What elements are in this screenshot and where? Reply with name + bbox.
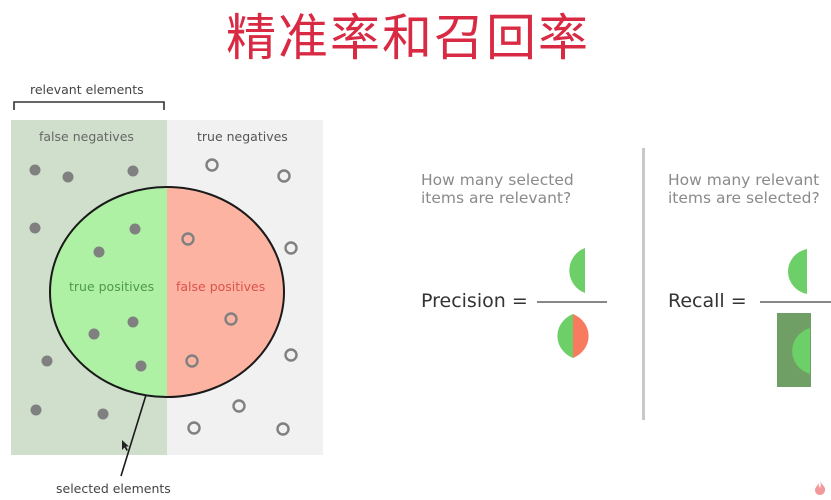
- recall-fraction: [760, 249, 831, 387]
- relevant-dots: [29, 164, 147, 420]
- precision-fraction: [537, 248, 607, 358]
- relevant-bracket: [13, 101, 165, 110]
- false-positives-region: [167, 187, 284, 397]
- section-divider: [642, 148, 645, 420]
- selected-elements-label: selected elements: [56, 481, 171, 496]
- precision-question: How many selected items are relevant?: [421, 171, 574, 207]
- false-positives-label: false positives: [176, 279, 266, 294]
- relevant-tp-half-icon: [792, 328, 810, 374]
- flame-logo-icon: [815, 481, 826, 495]
- false-negatives-label: false negatives: [39, 129, 134, 144]
- true-positives-half-icon: [787, 249, 807, 294]
- diagram-graphic: [11, 101, 323, 477]
- selected-tp-half-icon: [557, 314, 573, 358]
- page-title: 精准率和召回率: [226, 9, 590, 67]
- selected-elements-boundary: [49, 186, 285, 398]
- relevant-elements-label: relevant elements: [30, 82, 144, 97]
- true-negatives-label: true negatives: [197, 129, 288, 144]
- selected-pointer-line: [120, 394, 147, 477]
- recall-label: Recall =: [668, 290, 747, 312]
- selected-fp-half-icon: [573, 314, 589, 358]
- mouse-cursor-icon: [122, 440, 129, 451]
- irrelevant-dots: [181, 158, 298, 436]
- precision-label: Precision =: [421, 290, 528, 312]
- true-positives-label: true positives: [69, 279, 155, 294]
- true-positives-half-icon: [569, 248, 585, 293]
- recall-question: How many relevant items are selected?: [668, 171, 820, 207]
- true-positives-region: [50, 187, 167, 397]
